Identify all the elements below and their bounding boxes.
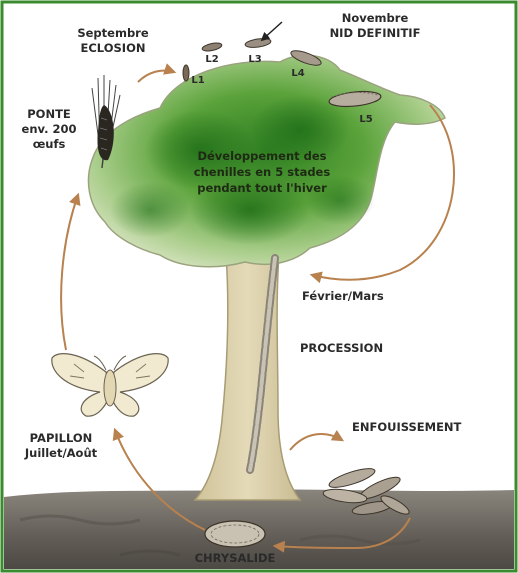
label-papillon-months: Juillet/Août bbox=[24, 446, 98, 460]
label-development-3: pendant tout l'hiver bbox=[197, 181, 327, 195]
label-procession: PROCESSION bbox=[300, 341, 383, 355]
stage-label-l5: L5 bbox=[359, 114, 372, 125]
label-eclosion: ECLOSION bbox=[81, 41, 146, 55]
label-chrysalide: CHRYSALIDE bbox=[195, 551, 276, 565]
stage-label-l2: L2 bbox=[205, 54, 218, 65]
label-nid-month: Novembre bbox=[342, 11, 409, 25]
chrysalis-icon bbox=[205, 521, 265, 547]
stage-label-l3: L3 bbox=[248, 54, 261, 65]
caterpillar-l1 bbox=[183, 65, 189, 81]
label-development-1: Développement des bbox=[197, 149, 326, 163]
label-nid: NID DEFINITIF bbox=[330, 26, 421, 40]
label-papillon: PAPILLON bbox=[30, 431, 93, 445]
stage-label-l1: L1 bbox=[191, 75, 204, 86]
stage-label-l4: L4 bbox=[291, 68, 304, 79]
label-fevrier: Février/Mars bbox=[302, 289, 384, 303]
label-development-2: chenilles en 5 stades bbox=[194, 165, 331, 179]
label-ponte-unit: œufs bbox=[33, 137, 66, 151]
label-enfouissement: ENFOUISSEMENT bbox=[352, 420, 462, 434]
label-ponte-count: env. 200 bbox=[22, 122, 77, 136]
label-eclosion-month: Septembre bbox=[77, 26, 148, 40]
label-ponte: PONTE bbox=[27, 107, 71, 121]
